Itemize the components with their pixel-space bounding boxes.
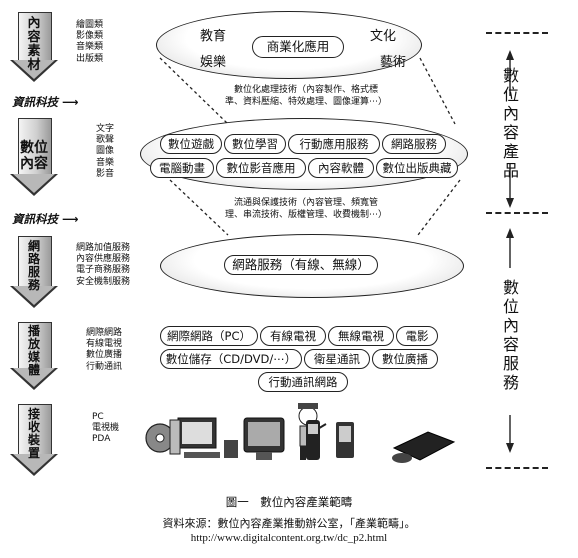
digital-content-product-label: 數位內容產品	[502, 66, 519, 180]
content-pill: 數位遊戲	[160, 134, 222, 154]
corner-culture: 文化	[370, 29, 397, 44]
right-divider-middle	[486, 212, 548, 214]
content-pill: 內容軟體	[308, 158, 374, 178]
stage-items-content-material: 繪圖類 影像類 音樂類 出版類	[76, 20, 104, 64]
media-pill: 衛星通訊	[304, 349, 370, 369]
tech-label-1: 資訊科技 ⟶	[12, 95, 79, 109]
media-pill: 無線電視	[328, 326, 394, 346]
figure-source-url: http://www.digitalcontent.org.tw/dc_p2.h…	[190, 532, 388, 544]
stage-label: 內容素材	[27, 16, 41, 73]
media-pill: 行動通訊網路	[258, 372, 348, 392]
media-pill: 電影	[396, 326, 438, 346]
corner-education: 教育	[200, 29, 227, 44]
stage-label: 接收裝置	[27, 407, 40, 460]
corner-arts: 藝術	[380, 55, 407, 70]
stage-arrow-broadcast-media: 播放媒體	[10, 322, 58, 390]
media-pill: 數位廣播	[372, 349, 438, 369]
cd-pc-icon	[145, 417, 238, 458]
stage-arrow-network-service: 網路服務	[10, 236, 58, 308]
commercial-application-pill: 商業化應用	[252, 36, 344, 58]
digitization-tech-note: 數位化處理技術（內容製作、格式標 準、資料壓縮、特效處理、圖像運算⋯）	[224, 85, 387, 107]
tv-icon	[243, 417, 285, 460]
stage-arrow-content-material: 內容素材	[10, 12, 58, 82]
content-pill: 行動應用服務	[288, 134, 380, 154]
content-pill: 數位學習	[224, 134, 286, 154]
mobile-phone-icon	[306, 420, 320, 460]
figure-source: 資料來源：數位內容產業推動辦公室，「產業範疇」。	[162, 517, 416, 530]
media-pill: 網際網路（PC）	[160, 326, 258, 346]
tech-label-2: 資訊科技 ⟶	[12, 212, 79, 226]
content-pill: 數位出版典藏	[376, 158, 458, 178]
content-pill: 網路服務	[382, 134, 446, 154]
distribution-tech-note: 流通與保護技術（內容管理、頻寬管 理、串流技術、版權管理、收費機制⋯）	[224, 198, 387, 220]
stage-label: 播放媒體	[27, 324, 40, 377]
pda-icon	[336, 422, 354, 458]
right-divider-bottom	[486, 467, 548, 469]
digital-content-ellipse	[140, 118, 468, 190]
game-console-icon	[392, 431, 456, 463]
device-icons	[145, 403, 456, 463]
content-pill: 數位影音應用	[216, 158, 306, 178]
network-service-pill: 網路服務（有線、無線）	[224, 255, 378, 275]
stage-items-broadcast-media: 網際網路 有線電視 數位廣播 行動通訊	[86, 328, 123, 372]
media-pill: 數位儲存（CD/DVD/⋯）	[160, 349, 302, 369]
corner-entertainment: 娛樂	[200, 55, 227, 70]
media-pill: 有線電視	[260, 326, 326, 346]
stage-label: 數位內容	[20, 140, 48, 172]
content-pill: 電腦動畫	[150, 158, 214, 178]
right-divider-top	[486, 32, 548, 34]
digital-content-service-label: 數位內容服務	[502, 278, 519, 392]
figure-caption: 圖一 數位內容產業範疇	[225, 495, 353, 509]
stage-label: 網路服務	[27, 239, 40, 292]
stage-arrow-digital-content: 數位內容	[10, 118, 58, 198]
stage-items-receiving-device: PC 電視機 PDA	[92, 412, 120, 445]
network-service-ellipse	[160, 234, 464, 298]
stage-items-network-service: 網路加值服務 內容供應服務 電子商務服務 安全機制服務	[76, 243, 131, 287]
stage-items-digital-content: 文字 歌聲 圖像 音樂 影音	[96, 124, 115, 179]
stage-arrow-receiving-device: 接收裝置	[10, 404, 58, 476]
